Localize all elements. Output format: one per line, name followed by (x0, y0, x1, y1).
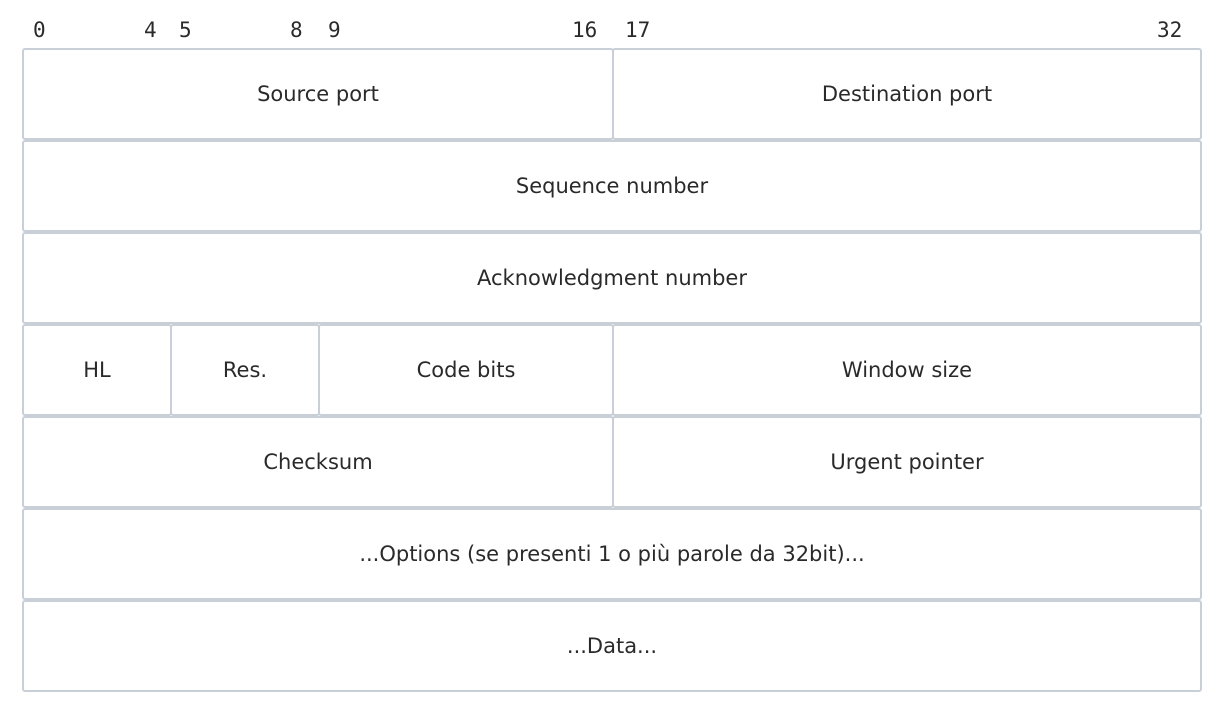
tcp-header-diagram: Source port Destination port Sequence nu… (22, 48, 1202, 692)
bit-label-4: 4 (144, 18, 157, 42)
field-data: ...Data... (22, 600, 1202, 692)
header-row-data: ...Data... (22, 600, 1202, 692)
header-row-acknowledgment: Acknowledgment number (22, 232, 1202, 324)
header-row-ports: Source port Destination port (22, 48, 1202, 140)
field-urgent-pointer: Urgent pointer (612, 416, 1202, 508)
header-row-control: HL Res. Code bits Window size (22, 324, 1202, 416)
field-sequence-number: Sequence number (22, 140, 1202, 232)
field-window-size: Window size (612, 324, 1202, 416)
bit-label-16: 16 (572, 18, 598, 42)
field-checksum: Checksum (22, 416, 614, 508)
header-row-sequence: Sequence number (22, 140, 1202, 232)
header-row-options: ...Options (se presenti 1 o più parole d… (22, 508, 1202, 600)
bit-label-8: 8 (290, 18, 303, 42)
bit-label-32: 32 (1157, 18, 1183, 42)
bit-label-5: 5 (179, 18, 192, 42)
bit-position-labels: 0 4 5 8 9 16 17 32 (0, 0, 1228, 44)
field-header-length: HL (22, 324, 172, 416)
header-row-checksum: Checksum Urgent pointer (22, 416, 1202, 508)
field-code-bits: Code bits (318, 324, 614, 416)
bit-label-9: 9 (328, 18, 341, 42)
field-options: ...Options (se presenti 1 o più parole d… (22, 508, 1202, 600)
field-acknowledgment-number: Acknowledgment number (22, 232, 1202, 324)
field-reserved: Res. (170, 324, 320, 416)
field-destination-port: Destination port (612, 48, 1202, 140)
field-source-port: Source port (22, 48, 614, 140)
bit-label-0: 0 (33, 18, 46, 42)
bit-label-17: 17 (625, 18, 651, 42)
